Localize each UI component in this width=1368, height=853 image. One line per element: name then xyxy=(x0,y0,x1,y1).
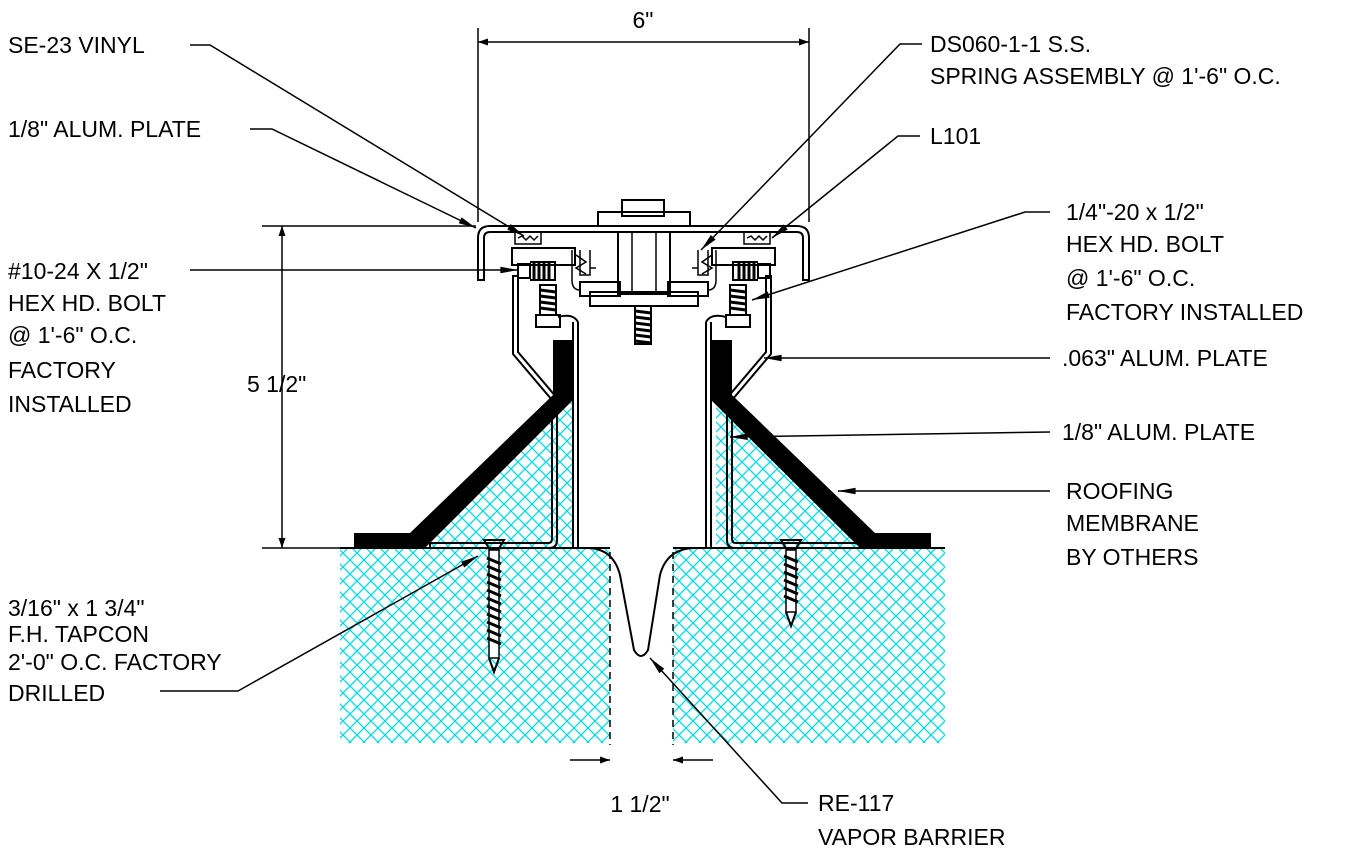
callout-l101: L101 xyxy=(771,123,981,239)
substrate-right xyxy=(673,548,945,743)
substrate-left xyxy=(340,548,610,743)
callout-alum-063: .063" ALUM. PLATE xyxy=(763,345,1268,371)
svg-text:INSTALLED: INSTALLED xyxy=(8,391,132,417)
svg-text:RE-117: RE-117 xyxy=(818,790,894,816)
callout-re117: RE-117 VAPOR BARRIER xyxy=(649,657,1005,850)
svg-text:DRILLED: DRILLED xyxy=(8,680,105,706)
vinyl-seal-left xyxy=(514,231,542,245)
center-hub xyxy=(579,199,709,345)
dim-height-label: 5 1/2" xyxy=(247,371,306,397)
membrane-right xyxy=(711,340,931,548)
bracket-plate xyxy=(511,247,776,266)
svg-text:SPRING ASSEMBLY @ 1'-6" O.C.: SPRING ASSEMBLY @ 1'-6" O.C. xyxy=(930,63,1281,89)
cover-plate xyxy=(477,225,810,281)
svg-text:HEX HD. BOLT: HEX HD. BOLT xyxy=(8,290,166,316)
membrane-left xyxy=(354,340,573,548)
dim-width-label: 6" xyxy=(633,7,654,33)
callout-bolt-right: 1/4"-20 x 1/2" HEX HD. BOLT @ 1'-6" O.C.… xyxy=(751,199,1303,325)
dimension-height: 5 1/2" xyxy=(247,225,476,549)
callout-alum-plate-left: 1/8" ALUM. PLATE xyxy=(8,116,477,229)
svg-text:MEMBRANE: MEMBRANE xyxy=(1066,510,1199,536)
svg-text:VAPOR BARRIER: VAPOR BARRIER xyxy=(818,824,1005,850)
dim-gap-label: 1 1/2" xyxy=(610,791,669,817)
spring-assembly-left xyxy=(571,250,596,291)
svg-text:.063" ALUM. PLATE: .063" ALUM. PLATE xyxy=(1062,345,1268,371)
svg-text:3/16" x 1 3/4": 3/16" x 1 3/4" xyxy=(8,595,145,621)
callout-membrane: ROOFING MEMBRANE BY OTHERS xyxy=(837,478,1199,570)
callout-ds060: DS060-1-1 S.S. SPRING ASSEMBLY @ 1'-6" O… xyxy=(700,31,1281,251)
svg-text:L101: L101 xyxy=(930,123,981,149)
callout-tapcon: 3/16" x 1 3/4" F.H. TAPCON 2'-0" O.C. FA… xyxy=(8,555,479,706)
svg-text:ROOFING: ROOFING xyxy=(1066,478,1173,504)
svg-text:FACTORY INSTALLED: FACTORY INSTALLED xyxy=(1066,299,1303,325)
center-bolt-threads xyxy=(634,305,652,345)
svg-text:SE-23 VINYL: SE-23 VINYL xyxy=(8,32,145,58)
tapcon-screw-right xyxy=(779,539,803,629)
hex-bolt-left xyxy=(517,261,561,328)
svg-text:1/8" ALUM. PLATE: 1/8" ALUM. PLATE xyxy=(1062,419,1255,445)
callout-se23-vinyl: SE-23 VINYL xyxy=(8,32,525,237)
hex-bolt-right xyxy=(725,261,771,328)
svg-text:DS060-1-1 S.S.: DS060-1-1 S.S. xyxy=(930,31,1091,57)
svg-text:1/8" ALUM. PLATE: 1/8" ALUM. PLATE xyxy=(8,116,201,142)
svg-text:@ 1'-6" O.C.: @ 1'-6" O.C. xyxy=(1066,265,1195,291)
callout-alum-plate-right: 1/8" ALUM. PLATE xyxy=(729,419,1255,445)
svg-text:HEX HD. BOLT: HEX HD. BOLT xyxy=(1066,231,1224,257)
svg-text:FACTORY: FACTORY xyxy=(8,357,116,383)
svg-text:2'-0" O.C. FACTORY: 2'-0" O.C. FACTORY xyxy=(8,649,222,675)
vapor-barrier xyxy=(586,547,697,657)
tapcon-screw-left xyxy=(482,539,506,675)
dimension-gap: 1 1/2" xyxy=(570,756,713,817)
callout-bolt-left: #10-24 X 1/2" HEX HD. BOLT @ 1'-6" O.C. … xyxy=(8,258,518,417)
svg-text:@ 1'-6" O.C.: @ 1'-6" O.C. xyxy=(8,322,137,348)
spring-assembly-right xyxy=(692,250,717,291)
svg-text:F.H. TAPCON: F.H. TAPCON xyxy=(8,621,149,647)
dimension-width: 6" xyxy=(477,7,810,222)
svg-text:BY OTHERS: BY OTHERS xyxy=(1066,544,1199,570)
svg-text:1/4"-20 x 1/2": 1/4"-20 x 1/2" xyxy=(1066,199,1204,225)
svg-text:#10-24 X 1/2": #10-24 X 1/2" xyxy=(8,258,148,284)
vinyl-seal-right xyxy=(743,231,771,245)
